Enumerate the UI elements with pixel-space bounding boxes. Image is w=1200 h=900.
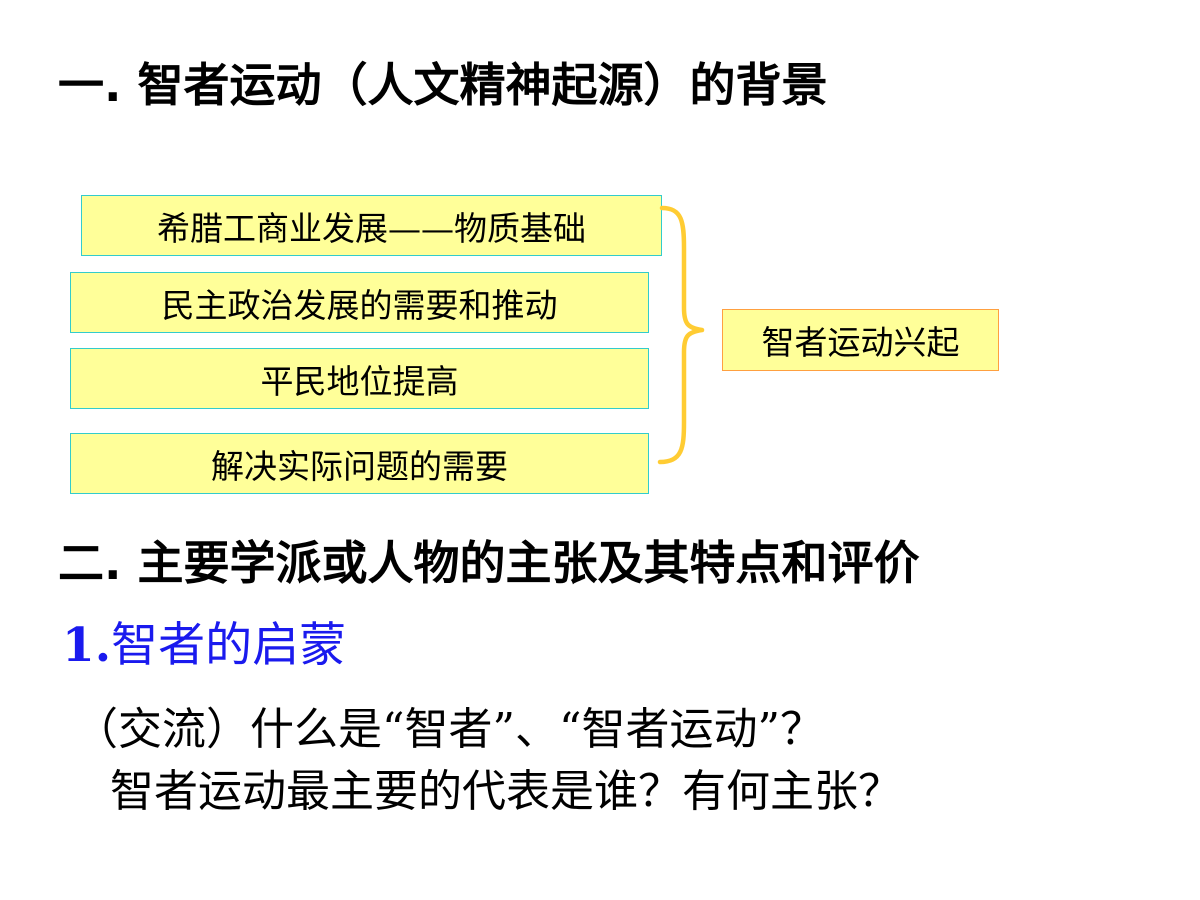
section-heading-2: 二. 主要学派或人物的主张及其特点和评价 <box>58 536 920 590</box>
curly-brace-icon <box>657 205 705 465</box>
subheading-text: 智者的启蒙 <box>111 618 347 673</box>
cause-box-practical-needs: 解决实际问题的需要 <box>70 433 649 494</box>
discussion-question-2: 智者运动最主要的代表是谁？有何主张？ <box>110 766 902 817</box>
subheading-sophists-enlightenment: 1.智者的启蒙 <box>62 622 346 669</box>
discussion-question-1: （交流）什么是“智者”、“智者运动”？ <box>74 704 824 755</box>
cause-box-commerce: 希腊工商业发展——物质基础 <box>81 195 662 256</box>
cause-box-democracy: 民主政治发展的需要和推动 <box>70 272 649 333</box>
subheading-number: 1. <box>62 618 112 673</box>
result-box-sophist-movement: 智者运动兴起 <box>722 309 999 371</box>
cause-box-commoners: 平民地位提高 <box>70 348 649 409</box>
section-heading-1: 一. 智者运动（人文精神起源）的背景 <box>58 58 828 112</box>
